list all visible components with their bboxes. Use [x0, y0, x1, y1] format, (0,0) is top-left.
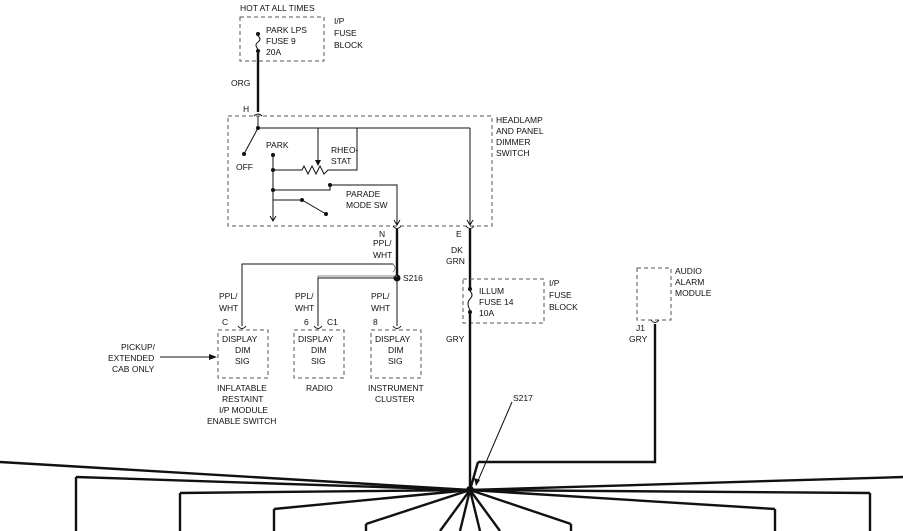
module-2-connector	[313, 325, 323, 329]
parade-label-2: MODE SW	[346, 200, 388, 210]
park-fuse-line-3: 20A	[266, 47, 281, 57]
ppl-wht-c-label-2: WHT	[371, 303, 390, 313]
parade-mode-switch-icon	[273, 199, 327, 215]
illum-fuse-line-1: ILLUM	[479, 286, 504, 296]
headlamp-switch-box	[227, 115, 493, 227]
park-label: PARK	[266, 140, 289, 150]
module-1-text-3: SIG	[235, 356, 250, 366]
j1-pin-label: J1	[636, 323, 645, 333]
module-1-caption-2: RESTAINT	[222, 394, 263, 404]
fuse-block-upper-line-2: FUSE	[334, 28, 357, 38]
park-fuse-line-2: FUSE 9	[266, 36, 296, 46]
ppl-wht-main-label-2: WHT	[373, 250, 392, 260]
gry-audio-wire	[478, 324, 657, 464]
ppl-wht-b-label-1: PPL/	[295, 291, 314, 301]
pin-e-connector	[465, 225, 475, 229]
audio-module-line-1: AUDIO	[675, 266, 702, 276]
module-2-caption-1: RADIO	[306, 383, 333, 393]
off-label: OFF	[236, 162, 253, 172]
module-1-caption-1: INFLATABLE	[217, 383, 267, 393]
module-2-text-2: DIM	[311, 345, 327, 355]
module-1-connector	[237, 325, 247, 329]
headlamp-switch-title-1: HEADLAMP	[496, 115, 543, 125]
module-1-caption-3: I/P MODULE	[219, 405, 268, 415]
module-2-pin: 6	[304, 317, 309, 327]
headlamp-switch-title-2: AND PANEL	[496, 126, 544, 136]
park-fuse-icon	[255, 32, 261, 53]
illum-block-line-1: I/P	[549, 278, 560, 288]
pin-h-label: H	[243, 104, 249, 114]
audio-module-line-2: ALARM	[675, 277, 704, 287]
illum-fuse-icon	[467, 287, 473, 314]
headlamp-switch-title-4: SWITCH	[496, 148, 530, 158]
gry-right-label: GRY	[629, 334, 648, 344]
headlamp-switch-title-3: DIMMER	[496, 137, 530, 147]
ppl-wht-main-label-1: PPL/	[373, 238, 392, 248]
module-instrument-cluster-box	[370, 329, 422, 379]
module-3-caption-1: INSTRUMENT	[368, 383, 424, 393]
pin-e-label: E	[456, 229, 462, 239]
s217-leader	[476, 401, 513, 484]
pin-h-connector	[253, 113, 263, 117]
module-3-pin: 8	[373, 317, 378, 327]
fuse-block-upper-line-1: I/P	[334, 16, 345, 26]
park-fuse-line-1: PARK LPS	[266, 25, 307, 35]
dk-grn-label-1: DK	[451, 245, 463, 255]
module-1-text-2: DIM	[235, 345, 251, 355]
splice-s217	[0, 460, 903, 531]
switch-blade	[243, 127, 259, 155]
module-3-text-2: DIM	[388, 345, 404, 355]
module-3-text-1: DISPLAY	[375, 334, 411, 344]
ppl-wht-a-label-2: WHT	[219, 303, 238, 313]
module-2-pin2: C1	[327, 317, 338, 327]
splice-s217-label: S217	[513, 393, 533, 403]
j1-connector	[650, 319, 660, 323]
module-1-caption-4: ENABLE SWITCH	[207, 416, 276, 426]
splice-s216-label: S216	[403, 273, 423, 283]
module-2-text-3: SIG	[311, 356, 326, 366]
module-inflatable-restraint-box	[217, 329, 269, 379]
park-fuse-block-box	[239, 16, 325, 62]
gry-left-label: GRY	[446, 334, 465, 344]
module-1-pin: C	[222, 317, 228, 327]
illum-fuse-line-3: 10A	[479, 308, 494, 318]
pin-n-connector	[392, 225, 402, 229]
illum-fuse-line-2: FUSE 14	[479, 297, 514, 307]
module-3-caption-2: CLUSTER	[375, 394, 415, 404]
pickup-note-1: PICKUP/	[121, 342, 156, 352]
illum-block-line-2: FUSE	[549, 290, 572, 300]
rheostat-label-1: RHEO-	[331, 145, 359, 155]
pickup-note-3: CAB ONLY	[112, 364, 155, 374]
pin-n-label: N	[379, 229, 385, 239]
illum-fuse-block-box	[462, 278, 545, 324]
org-wire-label: ORG	[231, 78, 250, 88]
ppl-wht-a-label-1: PPL/	[219, 291, 238, 301]
rheostat-icon	[273, 127, 358, 176]
rheostat-label-2: STAT	[331, 156, 351, 166]
module-2-text-1: DISPLAY	[298, 334, 334, 344]
ppl-wht-c-label-1: PPL/	[371, 291, 390, 301]
pickup-note-2: EXTENDED	[108, 353, 154, 363]
module-3-text-3: SIG	[388, 356, 403, 366]
audio-module-line-3: MODULE	[675, 288, 712, 298]
parade-label-1: PARADE	[346, 189, 381, 199]
module-radio-box	[293, 329, 345, 379]
illum-block-line-3: BLOCK	[549, 302, 578, 312]
ppl-wht-b-label-2: WHT	[295, 303, 314, 313]
dk-grn-label-2: GRN	[446, 256, 465, 266]
module-1-text-1: DISPLAY	[222, 334, 258, 344]
audio-alarm-module-box	[636, 267, 672, 321]
hot-at-all-times-label: HOT AT ALL TIMES	[240, 3, 315, 13]
module-3-connector	[392, 325, 402, 329]
fuse-block-upper-line-3: BLOCK	[334, 40, 363, 50]
